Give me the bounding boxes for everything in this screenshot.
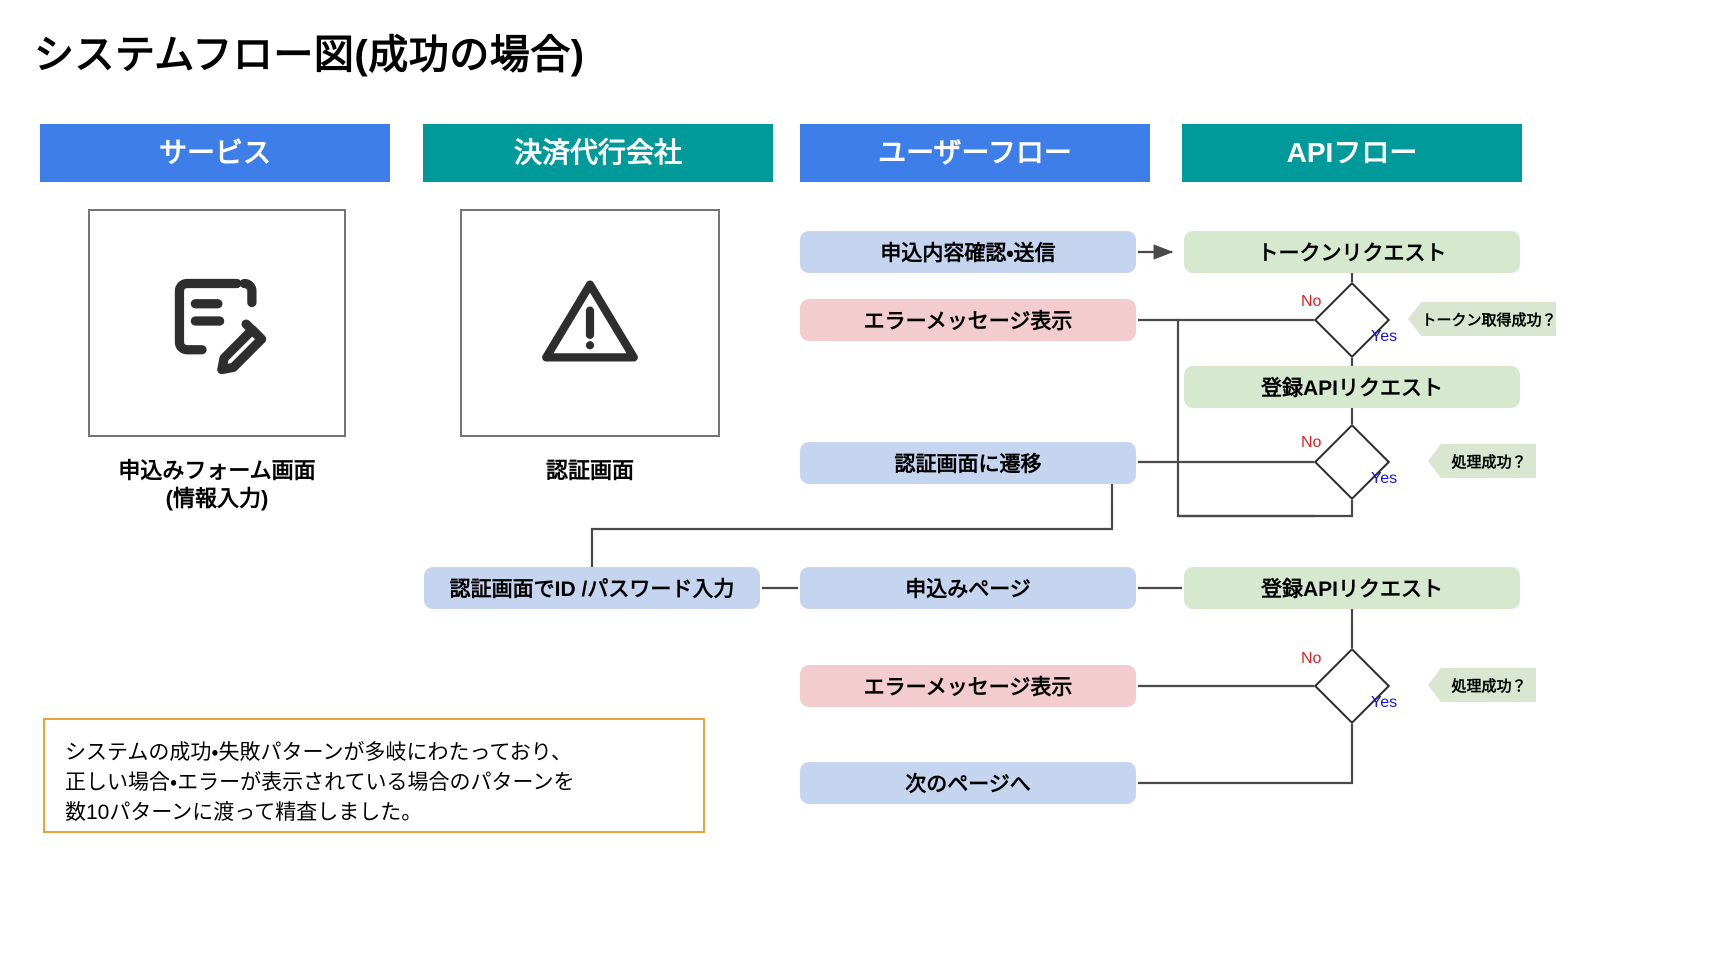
- flow-box-apply-page[interactable]: 申込みページ: [800, 567, 1136, 609]
- note-box: システムの成功・失敗パターンが多岐にわたっており、 正しい場合・エラーが表示され…: [43, 718, 705, 833]
- screen-thumbnail-auth: [460, 209, 720, 437]
- flow-box-error-message-1[interactable]: エラーメッセージ表示: [800, 299, 1136, 341]
- callout-token-success: トークン取得成功？: [1408, 302, 1556, 336]
- flow-box-goto-auth-screen[interactable]: 認証画面に遷移: [800, 442, 1136, 484]
- callout-process-success-1: 処理成功？: [1428, 444, 1536, 478]
- column-header-user-flow: ユーザーフロー: [800, 124, 1150, 182]
- decision-process-success-1[interactable]: [1313, 423, 1391, 501]
- flow-box-token-request[interactable]: トークンリクエスト: [1184, 231, 1520, 273]
- page-title: システムフロー図(成功の場合): [34, 33, 585, 77]
- column-header-service: サービス: [40, 124, 390, 182]
- note-line-2: 正しい場合・エラーが表示されている場合のパターンを: [65, 770, 575, 794]
- flow-box-register-api-1[interactable]: 登録APIリクエスト: [1184, 366, 1520, 408]
- form-edit-icon: [164, 268, 270, 379]
- column-header-payment-agency: 決済代行会社: [423, 124, 773, 182]
- note-line-1: システムの成功・失敗パターンが多岐にわたっており、: [65, 741, 572, 764]
- flow-box-next-page[interactable]: 次のページへ: [800, 762, 1136, 804]
- flow-box-error-message-2[interactable]: エラーメッセージ表示: [800, 665, 1136, 707]
- callout-process-success-2: 処理成功？: [1428, 668, 1536, 702]
- branch-label-yes-3: Yes: [1371, 694, 1398, 711]
- warning-triangle-icon: [538, 269, 642, 378]
- decision-process-success-2[interactable]: [1313, 647, 1391, 725]
- column-header-api-flow: APIフロー: [1182, 124, 1522, 182]
- screen-caption-auth: 認証画面: [545, 458, 634, 483]
- screen-caption-application-form: 申込みフォーム画面 (情報入力): [118, 458, 316, 512]
- branch-label-yes-2: Yes: [1371, 470, 1398, 487]
- branch-label-yes-1: Yes: [1371, 328, 1398, 345]
- decision-token-success[interactable]: [1313, 281, 1391, 359]
- flow-box-auth-credentials-input[interactable]: 認証画面でID /パスワード入力: [424, 567, 760, 609]
- branch-label-no-3: No: [1301, 650, 1322, 667]
- screen-thumbnail-application-form: [88, 209, 346, 437]
- flow-box-confirm-send[interactable]: 申込内容確認・送信: [800, 231, 1136, 273]
- branch-label-no-1: No: [1301, 293, 1322, 310]
- branch-label-no-2: No: [1301, 434, 1322, 451]
- note-line-3: 数10パターンに渡って精査しました。: [65, 800, 423, 824]
- flow-box-register-api-2[interactable]: 登録APIリクエスト: [1184, 567, 1520, 609]
